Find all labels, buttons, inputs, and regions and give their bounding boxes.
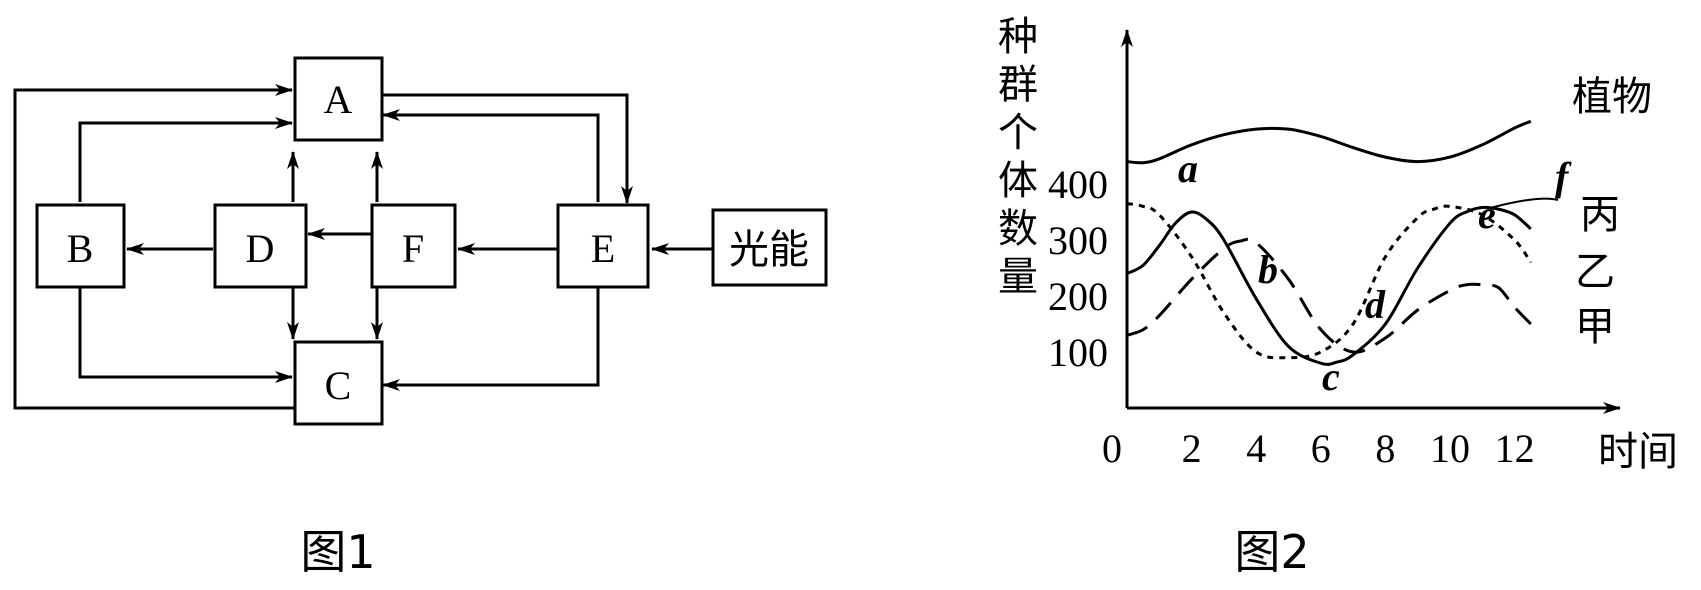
x-tick-label: 8 bbox=[1375, 426, 1395, 471]
node-c: C bbox=[293, 340, 384, 426]
annotation-f: f bbox=[1555, 154, 1572, 199]
arrow-e-to-a bbox=[382, 109, 600, 202]
node-e: E bbox=[556, 203, 650, 289]
y-axis-label-char: 种 bbox=[998, 14, 1038, 60]
annotation-a: a bbox=[1178, 146, 1198, 191]
x-tick-label: 0 bbox=[1102, 426, 1122, 471]
figure2-caption: 图2 bbox=[1234, 525, 1309, 579]
annotation-b: b bbox=[1258, 247, 1278, 292]
series-lines bbox=[1126, 119, 1559, 366]
y-axis-label-char: 体 bbox=[998, 158, 1038, 204]
series-label-yi: 乙 bbox=[1575, 249, 1615, 295]
arrow-c-to-a bbox=[13, 84, 295, 410]
node-f-label: F bbox=[402, 226, 424, 271]
series-label-jia: 甲 bbox=[1575, 304, 1615, 350]
figure1-arrows bbox=[13, 84, 713, 410]
x-tick-label: 6 bbox=[1311, 426, 1331, 471]
series-yi bbox=[1126, 202, 1533, 360]
node-b: B bbox=[35, 203, 126, 289]
x-axis-label: 时间 bbox=[1598, 429, 1678, 475]
y-axis-label-char: 量 bbox=[998, 254, 1038, 300]
annotation-d: d bbox=[1365, 282, 1386, 327]
y-tick-label: 100 bbox=[1048, 330, 1108, 375]
y-axis-label-char: 数 bbox=[998, 206, 1038, 252]
annotation-c: c bbox=[1322, 354, 1340, 399]
x-tick-label: 2 bbox=[1182, 426, 1202, 471]
y-tick-label: 400 bbox=[1048, 162, 1108, 207]
arrow-b-to-a bbox=[78, 117, 293, 202]
node-a-label: A bbox=[324, 77, 353, 122]
figure1-diagram: A B D F E 光能 C 图1 bbox=[13, 56, 828, 579]
series-label-plant: 植物 bbox=[1572, 74, 1652, 120]
y-axis-label-char: 群 bbox=[998, 62, 1038, 108]
node-d-label: D bbox=[246, 226, 275, 271]
node-a: A bbox=[293, 56, 384, 142]
x-tick-label: 10 bbox=[1430, 426, 1470, 471]
annotation-f-leader bbox=[1491, 197, 1559, 209]
node-light-label: 光能 bbox=[729, 227, 809, 273]
annotation-e: e bbox=[1478, 192, 1496, 237]
x-tick-label: 12 bbox=[1495, 426, 1535, 471]
series-label-bing: 丙 bbox=[1580, 192, 1620, 238]
figure1-caption: 图1 bbox=[300, 525, 375, 579]
y-tick-labels: 400 300 200 100 bbox=[1048, 162, 1108, 375]
node-e-label: E bbox=[591, 226, 615, 271]
node-b-label: B bbox=[67, 226, 94, 271]
arrow-b-to-c bbox=[78, 287, 293, 383]
node-light: 光能 bbox=[711, 208, 828, 287]
arrow-e-to-c bbox=[382, 287, 600, 391]
node-c-label: C bbox=[325, 363, 352, 408]
y-axis-label-char: 个 bbox=[998, 110, 1038, 156]
arrow-a-to-e bbox=[380, 93, 633, 204]
node-d: D bbox=[213, 203, 308, 289]
x-tick-label: 4 bbox=[1246, 426, 1266, 471]
y-tick-label: 300 bbox=[1048, 218, 1108, 263]
series-plant bbox=[1126, 119, 1532, 165]
y-tick-label: 200 bbox=[1048, 274, 1108, 319]
node-f: F bbox=[370, 203, 457, 289]
series-jia bbox=[1126, 237, 1532, 354]
series-bing bbox=[1126, 205, 1532, 366]
